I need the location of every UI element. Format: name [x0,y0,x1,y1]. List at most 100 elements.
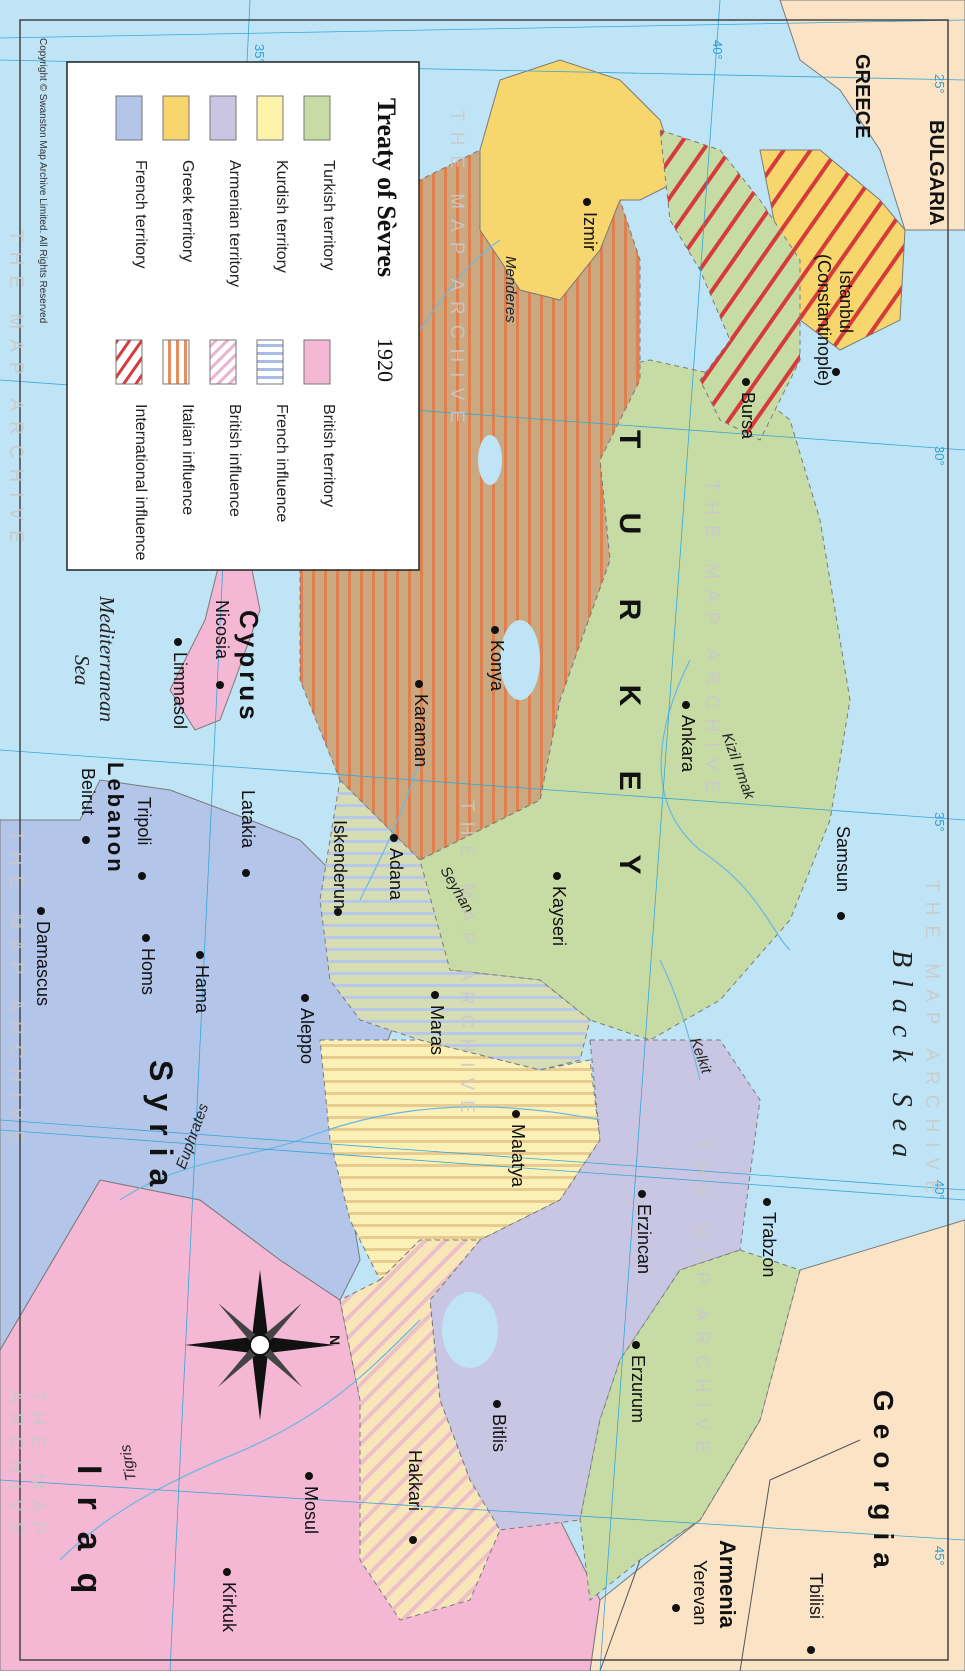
legend-label-french: French territory [132,160,149,268]
city-homs: Homs [138,948,158,995]
city-erzincan: Erzincan [634,1204,654,1274]
watermark-3: THE MAP ARCHIVE [921,880,942,1203]
label-syria: Syria [143,1060,179,1198]
watermark-4: THE MAP ARCHIVE [5,830,26,1153]
georgia-armenia-border [739,1439,861,1672]
city-bursa: Bursa [738,392,758,440]
city-dot-samsun [837,912,845,920]
city-latakia: Latakia [238,790,258,849]
lake-tuz [500,620,540,700]
label-black-sea: Black Sea [886,950,917,1169]
legend-label-british: British territory [320,404,337,507]
watermark-6: THE MAP ARCHIVE [691,1140,712,1463]
label-georgia: Georgia [868,1390,899,1580]
greece-bulgaria-land [779,0,965,231]
city-damascus: Damascus [33,921,53,1006]
legend-label-kurdish: Kurdish territory [273,160,290,273]
legend-swatch-left [209,95,237,141]
legend-label-greek: Greek territory [179,160,196,262]
city-hakkari: Hakkari [405,1450,425,1511]
city-dot-adana [390,834,398,842]
legend-label-armenian: Armenian territory [226,160,243,287]
city-nicosia: Nicosia [212,600,232,660]
city-dot-maras [431,991,439,999]
city-dot-aleppo [301,994,309,1002]
city-kayseri: Kayseri [549,886,569,946]
greek-territory-izmir [479,59,681,301]
city-malatya: Malatya [508,1124,528,1188]
legend-swatch-right [209,339,237,385]
city-dot-mosul [305,1472,313,1480]
city-mosul: Mosul [301,1486,321,1534]
city-dot-damascus [37,907,45,915]
lon-label-25: 25° [932,74,947,94]
city-ankara: Ankara [678,715,698,773]
legend-swatch-right [115,339,143,385]
city-karaman: Karaman [411,694,431,767]
british-influence-region [339,1239,501,1621]
city-adana: Adana [386,848,406,901]
legend-swatch-left [256,95,284,141]
city-samsun: Samsun [833,826,853,892]
city-dot-erzincan [638,1190,646,1198]
city-dot-kirkuk [223,1568,231,1576]
city-istanbul: Istanbul [836,270,856,333]
city-dot-ankara [682,701,690,709]
label-lebanon: Lebanon [103,762,128,875]
label-turkey: T U R K E Y [613,430,646,902]
lon-label-30: 30° [932,446,947,466]
legend-swatch-right [256,339,284,385]
legend-year: 1920 [373,338,398,382]
french-influence-region [319,778,591,1071]
city-konya: Konya [487,640,507,692]
watermark-8: THE MAP ARCHIVE [5,230,26,553]
city-aleppo: Aleppo [297,1008,317,1064]
city-dot-trabzon [763,1198,771,1206]
turkish-territory-east [579,1249,801,1601]
legend-label-british-influence: British influence [226,404,243,517]
lake-van [442,1292,498,1368]
city-hama: Hama [192,965,212,1014]
label-mediterranean-sea: Sea [70,655,94,685]
city-dot-iskenderun [334,908,342,916]
label-armenia: Armenia [715,1540,740,1629]
label-iraq: Iraq [70,1465,108,1615]
city-dot-bitlis [493,1400,501,1408]
city-beirut: Beirut [78,768,98,815]
river-euphrates [119,1106,601,1201]
watermark-1: THE MAP ARCHIVE [446,110,467,433]
city-dot-homs [142,934,150,942]
legend-label-turkish: Turkish territory [320,160,337,271]
city-dot-limassol [174,638,182,646]
city-erzurum: Erzurum [628,1355,648,1423]
legend-title: Treaty of Sèvres [372,98,401,277]
city-yerevan: Yerevan [690,1560,710,1625]
watermark-2: THE MAP ARCHIVE [701,480,722,803]
label-mediterranean: Mediterranean [95,595,119,722]
city-dot-beirut [82,836,90,844]
city-dot-malatya [512,1110,520,1118]
lon-label-35: 35° [932,812,947,832]
city-tbilisi: Tbilisi [806,1573,826,1619]
legend-box [66,61,420,571]
city-dot-karaman [415,680,423,688]
river-menderes [419,239,501,331]
legend-swatch-left [303,95,331,141]
label-cyprus: Cyprus [234,610,264,724]
label-tigris: Tigris [117,1443,140,1482]
legend-swatch-left [162,95,190,141]
city-dot-tripoli [138,872,146,880]
legend-swatch-right [162,339,190,385]
city-dot-latakia [242,869,250,877]
river-kelkit [659,959,701,1081]
watermark-7: THE MAP ARCHIVE [5,1390,48,1545]
label-menderes: Menderes [502,256,519,323]
lat-label-40: 40° [710,40,725,60]
compass-rose: N [185,1270,343,1420]
label-greece: GREECE [851,54,873,138]
city-dot-hakkari [409,1536,417,1544]
city-iskenderun: Iskenderun [330,820,350,909]
city-istanbul-alt: (Constantinople) [814,254,834,386]
